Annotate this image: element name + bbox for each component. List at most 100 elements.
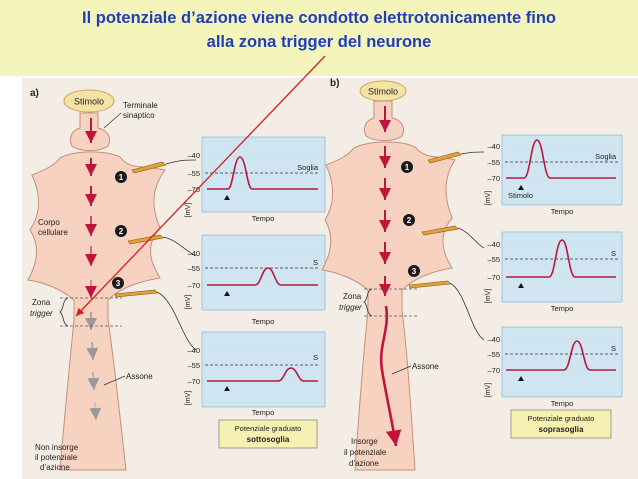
svg-text:–55: –55 [187,264,200,273]
svg-text:soprasoglia: soprasoglia [539,425,584,434]
panel-b-graph-3: –40 –55 –70 S [mV] Tempo [485,326,623,408]
svg-text:S: S [313,353,318,362]
panel-a-electrodes [114,159,197,351]
panel-a-marker-3: 3 [112,277,124,289]
panel-a-outcome-1: Non insorge [35,443,79,452]
svg-text:Soglia: Soglia [297,163,319,172]
svg-text:–40: –40 [187,151,200,160]
panel-b-graph-2: –40 –55 –70 S [mV] Tempo [485,231,623,313]
svg-text:[mV]: [mV] [485,191,492,205]
svg-text:–70: –70 [487,174,500,183]
svg-text:–40: –40 [487,240,500,249]
svg-text:–55: –55 [187,361,200,370]
svg-text:trigger: trigger [339,303,362,312]
panel-b-marker-3: 3 [408,265,420,277]
panel-a-stimulus: Stimolo [63,89,115,113]
panel-a-outcome-2: il potenziale [35,453,78,462]
svg-text:Tempo: Tempo [551,399,574,408]
svg-text:–40: –40 [187,346,200,355]
panel-a-terminal-label-2: sinaptico [123,111,155,120]
svg-text:S: S [313,258,318,267]
svg-text:–70: –70 [487,273,500,282]
svg-text:3: 3 [116,279,121,288]
svg-text:2: 2 [407,216,412,225]
panel-b-trigger-zone: Zona trigger [339,288,418,317]
svg-text:[mV]: [mV] [485,289,492,303]
svg-text:Potenziale graduato: Potenziale graduato [235,424,302,433]
panel-a-axon-label: Assone [126,372,153,381]
svg-text:2: 2 [119,227,124,236]
svg-text:Soglia: Soglia [595,152,617,161]
svg-text:–70: –70 [187,377,200,386]
panel-b-signal-arrows [379,106,402,447]
svg-text:Stimolo: Stimolo [508,191,533,200]
panel-a-graph-3: –40 –55 –70 S [mV] Tempo [185,331,326,417]
title-line-2: alla zona trigger del neurone [206,33,432,51]
svg-text:1: 1 [119,173,124,182]
panel-a-outcome-3: d’azione [40,463,70,472]
svg-text:–55: –55 [487,350,500,359]
svg-text:Zona: Zona [343,292,362,301]
svg-text:Tempo: Tempo [252,317,275,326]
slide-title: Il potenziale d’azione viene condotto el… [0,6,638,54]
panel-a-graph-2: –40 –55 –70 S [mV] Tempo [185,234,326,326]
panel-a-label: a) [30,88,39,99]
svg-text:trigger: trigger [30,309,53,318]
svg-text:Tempo: Tempo [252,214,275,223]
panel-b-outcome-2: il potenziale [344,448,387,457]
panel-a-signal-arrows [85,118,102,421]
title-line-1: Il potenziale d’azione viene condotto el… [82,9,556,27]
panel-b-marker-2: 2 [403,214,415,226]
title-band [0,0,638,76]
svg-text:Stimolo: Stimolo [74,97,104,107]
panel-b-graph-1: –40 –55 –70 Soglia [mV] Tempo Stimolo [485,134,623,216]
svg-text:–40: –40 [487,142,500,151]
panel-b-outcome-1: Insorge [351,437,378,446]
svg-text:Potenziale graduato: Potenziale graduato [528,414,595,423]
panel-b-axon-label: Assone [412,362,439,371]
svg-text:[mV]: [mV] [485,383,492,397]
svg-text:–55: –55 [187,169,200,178]
svg-text:–70: –70 [187,281,200,290]
panel-a-axon-pointer [103,375,126,386]
annotation-arrow [75,55,326,317]
panel-b-result-box: Potenziale graduato soprasoglia [510,409,612,439]
panel-a-trigger-zone: Zona trigger [30,297,122,327]
svg-text:[mV]: [mV] [185,295,192,309]
svg-text:Tempo: Tempo [252,408,275,417]
svg-text:–55: –55 [487,255,500,264]
panel-a-terminal-pointer [103,112,122,129]
panel-a-graph-1: –40 –55 –70 Soglia [mV] Tempo [185,136,326,223]
panel-b-axon-pointer [391,365,412,375]
panel-a-cell-body [27,151,166,471]
svg-text:–40: –40 [187,249,200,258]
panel-a-cellbody-label-1: Corpo [38,218,60,227]
svg-text:1: 1 [405,163,410,172]
svg-text:[mV]: [mV] [185,203,192,217]
panel-a-marker-2: 2 [115,225,127,237]
svg-text:–70: –70 [187,185,200,194]
svg-text:Stimolo: Stimolo [368,87,398,97]
panel-a-cellbody-label-2: cellulare [38,228,68,237]
panel-a-marker-1: 1 [115,171,127,183]
svg-text:–55: –55 [487,158,500,167]
svg-text:–70: –70 [487,366,500,375]
panel-b-outcome-3: d’azione [349,459,379,468]
panel-b-marker-1: 1 [401,161,413,173]
svg-text:sottosoglia: sottosoglia [247,435,290,444]
panel-a-synaptic-terminal [69,112,111,151]
svg-text:S: S [611,344,616,353]
svg-text:S: S [611,249,616,258]
svg-text:–40: –40 [487,335,500,344]
panel-a-result-box: Potenziale graduato sottosoglia [218,419,318,449]
svg-text:3: 3 [412,267,417,276]
panel-b-label: b) [330,78,339,89]
panel-b-electrodes [408,151,485,341]
svg-text:Tempo: Tempo [551,207,574,216]
svg-text:Tempo: Tempo [551,304,574,313]
panel-b-stimulus: Stimolo [359,80,407,102]
panel-a-terminal-label-1: Terminale [123,101,158,110]
svg-text:[mV]: [mV] [185,391,192,405]
